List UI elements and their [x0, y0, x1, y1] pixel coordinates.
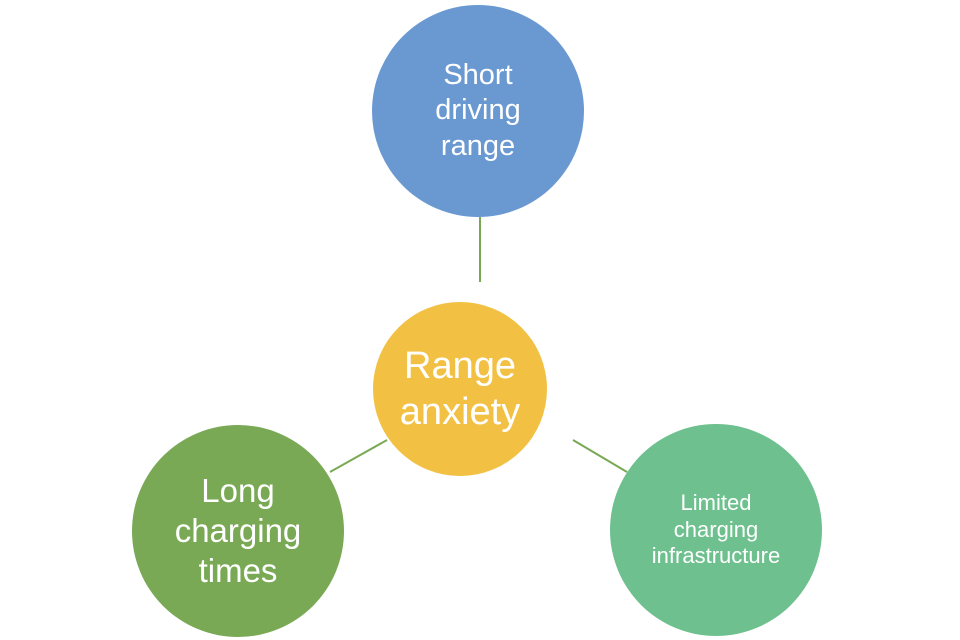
label-line: Range — [404, 344, 516, 387]
node-left-label: Long charging times — [175, 471, 302, 592]
label-line: Short — [443, 58, 513, 91]
label-line: anxiety — [399, 391, 521, 433]
label-line: charging — [673, 516, 759, 542]
node-limited-charging-infrastructure: Limited charging infrastructure — [610, 424, 822, 636]
label-line: times — [198, 552, 278, 590]
node-range-anxiety: Range anxiety — [373, 302, 547, 476]
node-long-charging-times: Long charging times — [132, 425, 344, 637]
label-line: Limited — [680, 489, 752, 515]
label-line: charging — [174, 511, 302, 549]
label-line: Long — [201, 471, 275, 509]
node-right-label: Limited charging infrastructure — [652, 490, 780, 570]
connector-left — [329, 439, 388, 473]
label-line: range — [440, 129, 516, 162]
label-line: driving — [435, 94, 521, 127]
label-line: infrastructure — [651, 543, 781, 569]
node-short-driving-range: Short driving range — [372, 5, 584, 217]
node-top-label: Short driving range — [435, 58, 520, 164]
node-center-label: Range anxiety — [400, 343, 520, 436]
connector-right — [572, 439, 628, 473]
